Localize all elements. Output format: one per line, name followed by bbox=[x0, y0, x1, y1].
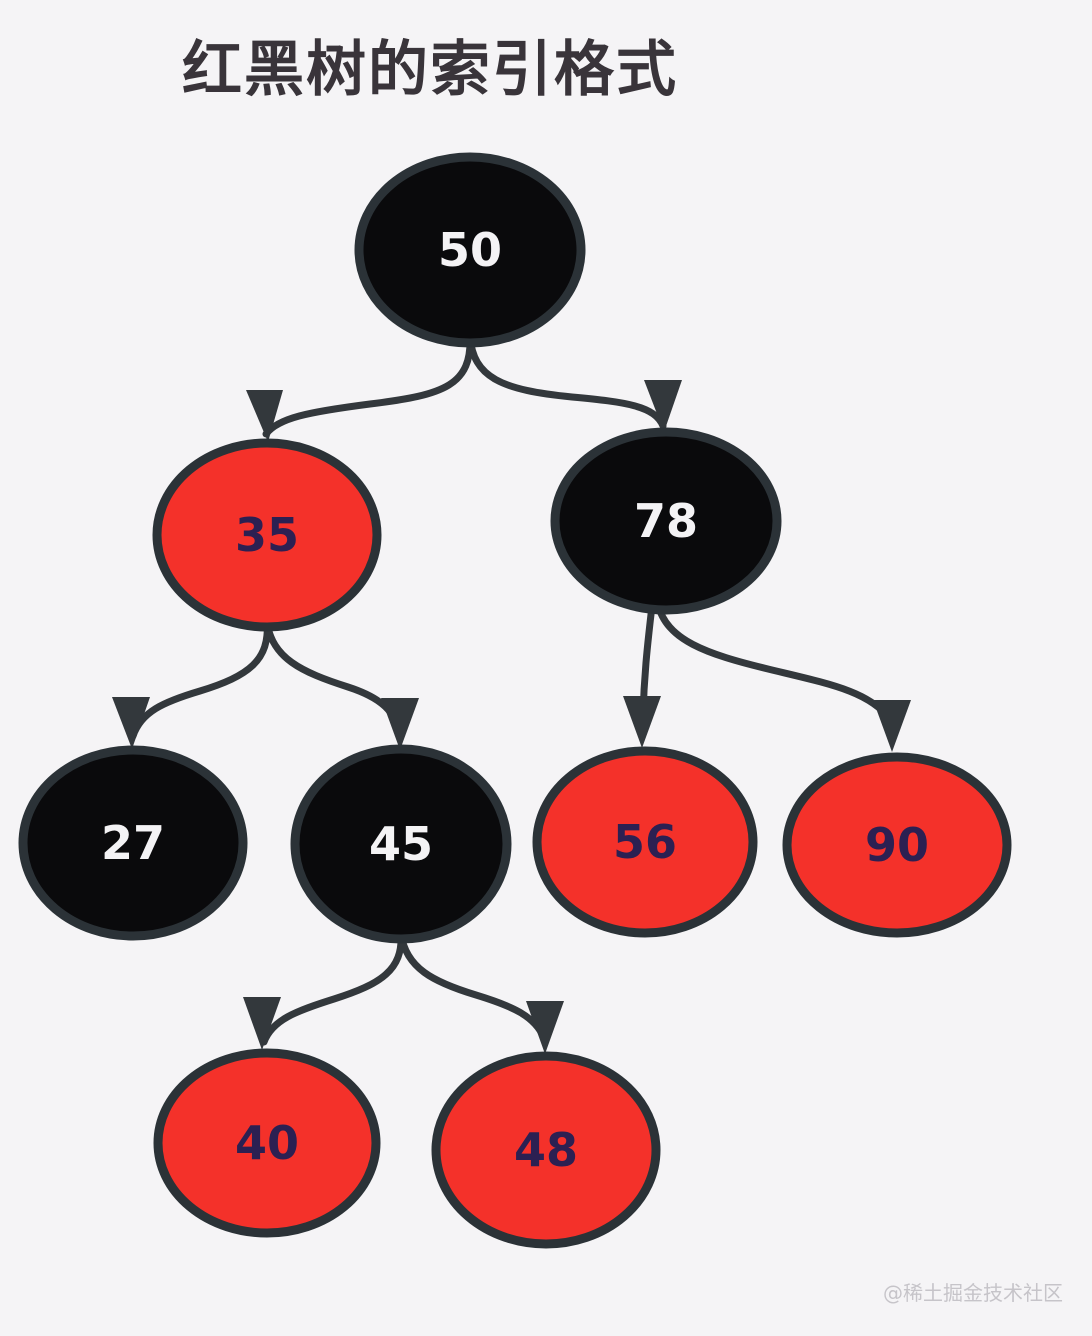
tree-node-48: 48 bbox=[431, 1051, 661, 1249]
edge-78-90 bbox=[654, 600, 895, 724]
tree-node-56: 56 bbox=[532, 746, 758, 938]
arrow-icon-45-40 bbox=[243, 997, 281, 1050]
node-56-shape bbox=[532, 746, 758, 938]
node-90-label: 90 bbox=[865, 818, 929, 872]
node-90-shape bbox=[782, 752, 1012, 938]
node-35-shape bbox=[152, 438, 382, 632]
arrow-icon-45-48 bbox=[526, 1001, 564, 1054]
node-27-shape bbox=[18, 745, 248, 941]
node-40-label: 40 bbox=[235, 1116, 299, 1170]
edge-45-48 bbox=[397, 930, 548, 1042]
tree-node-27: 27 bbox=[18, 745, 248, 941]
node-35-label: 35 bbox=[235, 508, 299, 562]
arrow-icon-35-45 bbox=[381, 698, 419, 750]
edge-35-27 bbox=[129, 618, 271, 740]
arrow-icon-78-56 bbox=[623, 696, 661, 748]
node-45-label: 45 bbox=[369, 817, 433, 871]
arrow-icon-35-27 bbox=[112, 697, 150, 749]
node-78-label: 78 bbox=[634, 494, 698, 548]
arrow-icon-50-35 bbox=[246, 390, 283, 442]
tree-node-50: 50 bbox=[354, 152, 586, 348]
node-40-shape bbox=[153, 1048, 381, 1238]
edge-45-40 bbox=[260, 930, 405, 1046]
arrow-icon-78-90 bbox=[873, 700, 911, 752]
tree-node-45: 45 bbox=[290, 744, 512, 944]
edge-35-45 bbox=[263, 618, 404, 740]
edge-50-35 bbox=[262, 332, 474, 438]
node-48-label: 48 bbox=[514, 1123, 578, 1177]
watermark: @稀土掘金技术社区 bbox=[883, 1281, 1063, 1305]
tree-node-40: 40 bbox=[153, 1048, 381, 1238]
diagram-title: 红黑树的索引格式 bbox=[182, 35, 678, 105]
node-56-label: 56 bbox=[613, 815, 677, 869]
node-45-shape bbox=[290, 744, 512, 944]
edge-50-78 bbox=[466, 332, 667, 430]
node-50-label: 50 bbox=[438, 223, 502, 277]
arrow-icon-50-78 bbox=[644, 380, 682, 432]
node-50-shape bbox=[354, 152, 586, 348]
tree-node-35: 35 bbox=[152, 438, 382, 632]
node-48-shape bbox=[431, 1051, 661, 1249]
tree-node-78: 78 bbox=[550, 427, 782, 615]
node-78-shape bbox=[550, 427, 782, 615]
tree-node-90: 90 bbox=[782, 752, 1012, 938]
node-27-label: 27 bbox=[101, 816, 165, 870]
